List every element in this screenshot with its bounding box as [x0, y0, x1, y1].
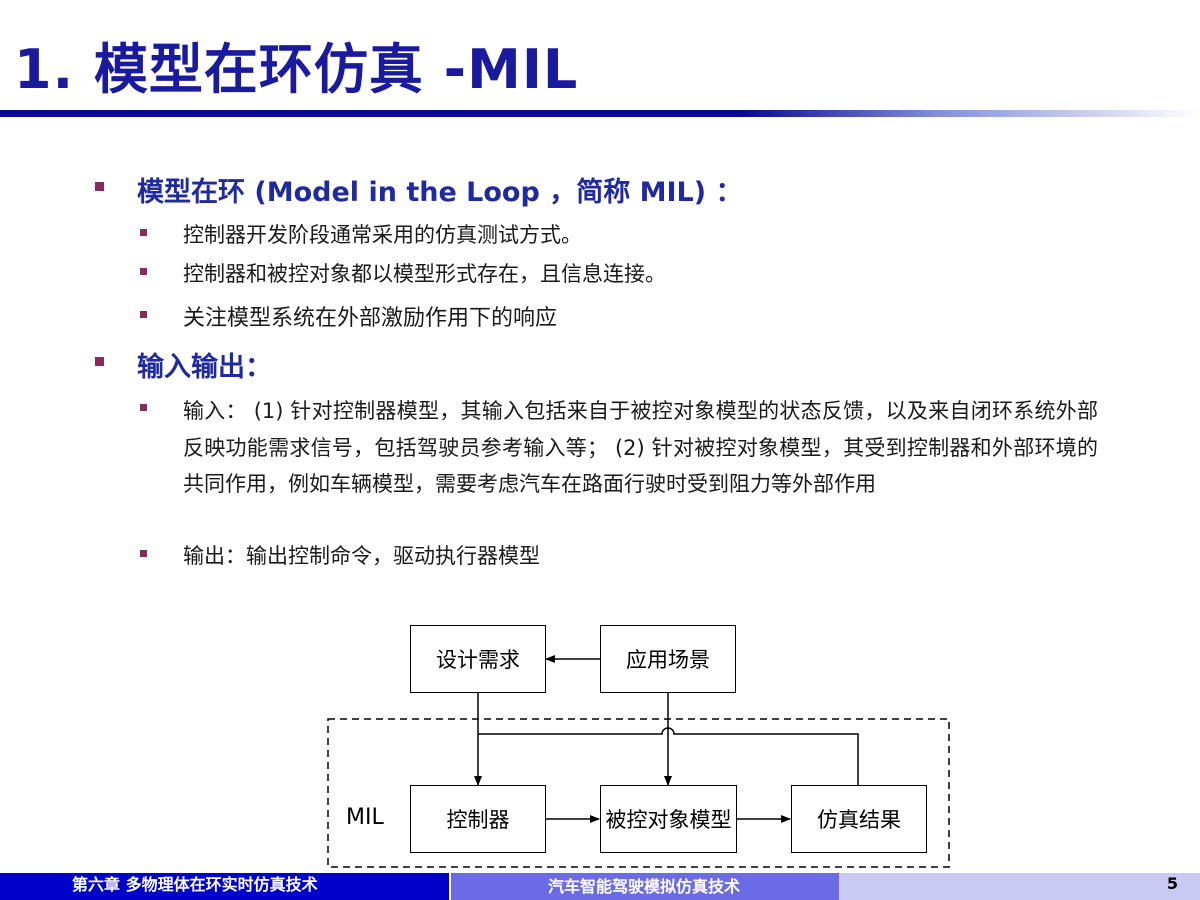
page-number: 5 [839, 873, 1200, 900]
box-plant-model: 被控对象模型 [600, 785, 737, 853]
input-description: 输入： (1) 针对控制器模型，其输入包括来自于被控对象模型的状态反馈，以及来自… [183, 399, 1098, 496]
list-item: 关注模型系统在外部激励作用下的响应 [183, 306, 558, 331]
page-title: 1. 模型在环仿真 -MIL [14, 38, 579, 101]
list-item: 控制器开发阶段通常采用的仿真测试方式。 [183, 223, 582, 247]
box-controller: 控制器 [410, 785, 546, 853]
footer-divider [449, 873, 451, 900]
bullet-icon [140, 229, 147, 236]
box-simulation-result: 仿真结果 [791, 785, 927, 853]
mil-label: MIL [346, 805, 384, 830]
section-heading-io: 输入输出： [137, 352, 272, 383]
box-application-scenario: 应用场景 [600, 625, 736, 693]
bullet-icon [140, 404, 147, 411]
output-description: 输出：输出控制命令，驱动执行器模型 [183, 544, 540, 568]
footer-course: 汽车智能驾驶模拟仿真技术 [449, 873, 839, 900]
section-heading-mil: 模型在环 (Model in the Loop ，简称 MIL) ： [137, 177, 743, 208]
footer: 第六章 多物理体在环实时仿真技术 汽车智能驾驶模拟仿真技术 5 [0, 873, 1200, 900]
feedback-loop [478, 727, 859, 785]
title-underline [0, 110, 1200, 117]
list-item: 控制器和被控对象都以模型形式存在，且信息连接。 [183, 262, 666, 286]
footer-chapter: 第六章 多物理体在环实时仿真技术 [0, 873, 449, 900]
bullet-icon [140, 268, 147, 275]
mil-boundary [327, 718, 950, 868]
bullet-icon [140, 550, 147, 557]
box-design-requirements: 设计需求 [410, 625, 546, 693]
bullet-icon [140, 311, 147, 318]
bullet-icon [95, 357, 104, 366]
bullet-icon [95, 182, 104, 191]
